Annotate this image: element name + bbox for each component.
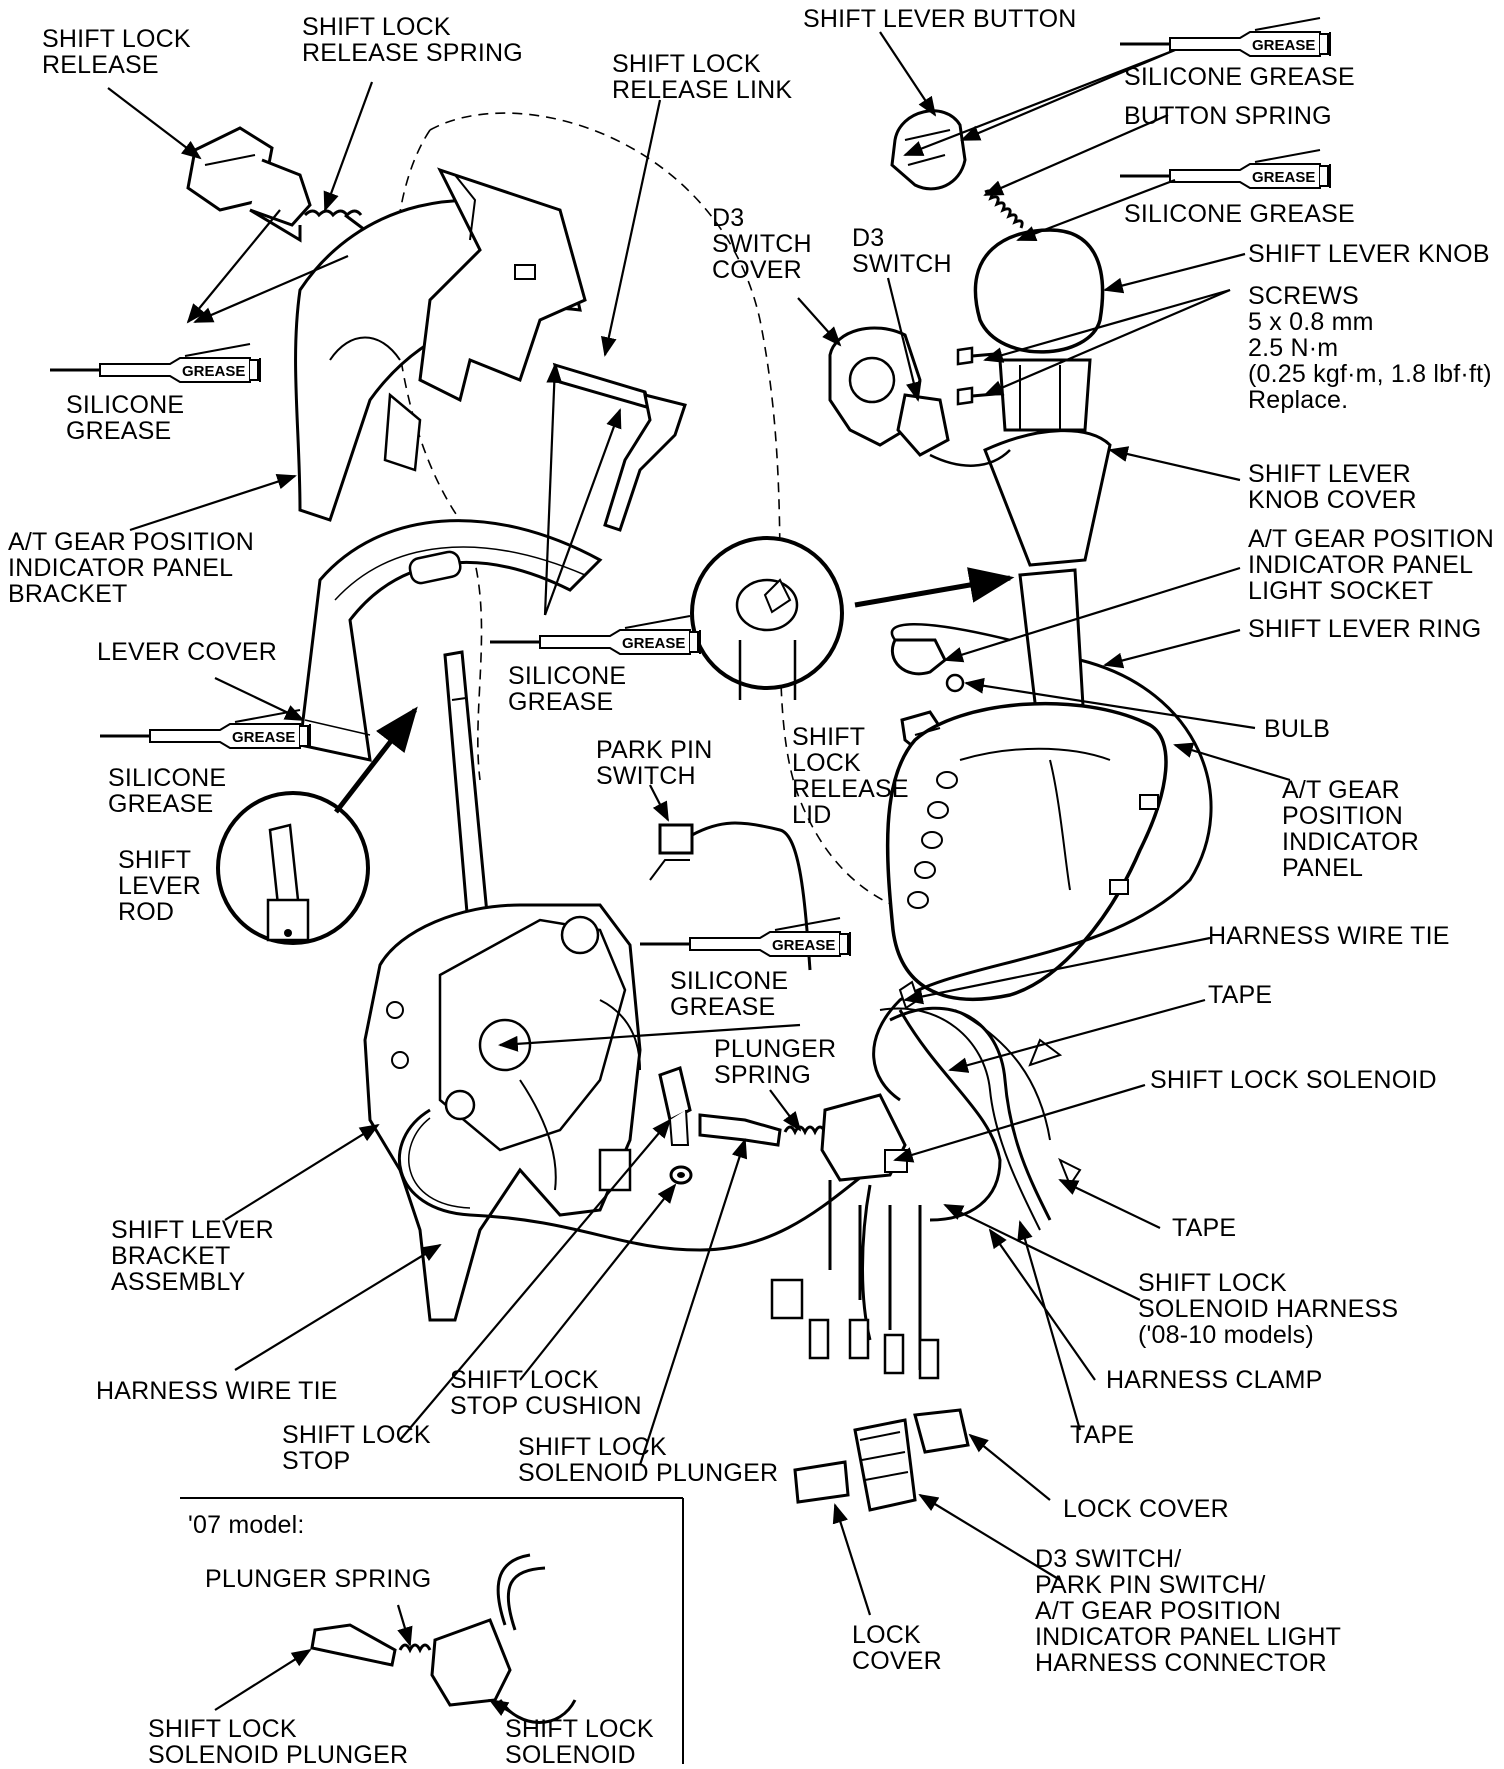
- d3-switch-part: [896, 393, 1011, 467]
- label-harness-clamp: HARNESS CLAMP: [1106, 1366, 1323, 1394]
- label-shift-lock-solenoid-plunger: SHIFT LOCK SOLENOID PLUNGER: [518, 1433, 779, 1487]
- svg-text:GREASE: GREASE: [1252, 37, 1315, 54]
- leader-lines: [107, 31, 1291, 1719]
- svg-text:GREASE: GREASE: [1252, 169, 1315, 186]
- lock-cover-bottom-part: [793, 1460, 850, 1504]
- label-shift-lock-release-lid: SHIFT LOCK RELEASE LID: [792, 723, 909, 829]
- label-plunger-spring: PLUNGER SPRING: [714, 1035, 837, 1089]
- label-d3-switch-cover: D3 SWITCH COVER: [712, 204, 812, 284]
- label-silicone-grease-bracket: SILICONE GREASE: [670, 967, 789, 1021]
- label-silicone-grease-button: SILICONE GREASE: [1124, 63, 1355, 91]
- label-at-gear-position-bracket: A/T GEAR POSITION INDICATOR PANEL BRACKE…: [8, 528, 255, 608]
- d3-switch-cover-part: [828, 326, 922, 447]
- grease-tube-spring: GREASE: [1118, 148, 1332, 190]
- grease-tube-bracket: GREASE: [638, 916, 852, 958]
- label-shift-lock-release-spring: SHIFT LOCK RELEASE SPRING: [302, 13, 523, 67]
- label-tape-mid: TAPE: [1172, 1214, 1237, 1242]
- label-bulb: BULB: [1264, 715, 1331, 743]
- label-shift-lock-release-link: SHIFT LOCK RELEASE LINK: [612, 50, 793, 104]
- label-shift-lever-button: SHIFT LEVER BUTTON: [803, 5, 1077, 33]
- label-shift-lever-bracket-assembly: SHIFT LEVER BRACKET ASSEMBLY: [111, 1216, 274, 1296]
- label-at-gear-position-light-socket: A/T GEAR POSITION INDICATOR PANEL LIGHT …: [1248, 525, 1495, 605]
- label-lock-cover-right: LOCK COVER: [1063, 1495, 1229, 1523]
- grease-tube-link: GREASE: [488, 614, 702, 656]
- svg-text:GREASE: GREASE: [772, 937, 835, 954]
- shift-lock-solenoid-part: [820, 1093, 908, 1182]
- label-shift-lock-stop-cushion: SHIFT LOCK STOP CUSHION: [450, 1366, 642, 1420]
- label-screws: SCREWS 5 x 0.8 mm 2.5 N·m (0.25 kgf·m, 1…: [1248, 282, 1492, 414]
- label-shift-lock-stop: SHIFT LOCK STOP: [282, 1421, 431, 1475]
- label-inset-solenoid-plunger: SHIFT LOCK SOLENOID PLUNGER: [148, 1715, 409, 1769]
- inset-07-model-box: [180, 1497, 684, 1764]
- shift-lock-solenoid-plunger-part: [698, 1113, 782, 1147]
- label-button-spring: BUTTON SPRING: [1124, 102, 1332, 130]
- button-spring-part: [984, 189, 1024, 229]
- svg-text:GREASE: GREASE: [232, 729, 295, 746]
- grease-tube-button: GREASE: [1118, 16, 1332, 58]
- label-shift-lever-rod: SHIFT LEVER ROD: [118, 846, 201, 926]
- label-inset-plunger-spring: PLUNGER SPRING: [205, 1565, 432, 1593]
- label-silicone-grease-release: SILICONE GREASE: [66, 391, 185, 445]
- label-d3-switch: D3 SWITCH: [852, 224, 952, 278]
- shift-lever-rod-part: [443, 650, 492, 950]
- knob-cover-socket-detail: [690, 536, 844, 700]
- shift-lock-stop-part: [658, 1066, 692, 1146]
- label-tape-top: TAPE: [1208, 981, 1273, 1009]
- label-shift-lever-knob: SHIFT LEVER KNOB: [1248, 240, 1490, 268]
- shift-lever-rod-detail: [216, 791, 370, 945]
- label-harness-wire-tie-left: HARNESS WIRE TIE: [96, 1377, 338, 1405]
- grease-tube-rod: GREASE: [98, 708, 312, 750]
- label-silicone-grease-rod: SILICONE GREASE: [108, 764, 227, 818]
- lock-cover-right-part: [913, 1408, 970, 1454]
- label-silicone-grease-link: SILICONE GREASE: [508, 662, 627, 716]
- label-shift-lock-solenoid-harness: SHIFT LOCK SOLENOID HARNESS ('08-10 mode…: [1138, 1269, 1399, 1349]
- label-at-gear-position-panel: A/T GEAR POSITION INDICATOR PANEL: [1282, 776, 1419, 882]
- lever-cover-part: [298, 519, 603, 762]
- label-harness-connector: D3 SWITCH/ PARK PIN SWITCH/ A/T GEAR POS…: [1035, 1545, 1342, 1677]
- label-shift-lever-ring: SHIFT LEVER RING: [1248, 615, 1482, 643]
- screws-part: [956, 346, 996, 406]
- shift-lever-knob-cover-part: [983, 429, 1112, 567]
- shift-lock-release-link-part: [552, 362, 687, 532]
- park-pin-switch-part: [649, 821, 812, 971]
- label-shift-lock-solenoid: SHIFT LOCK SOLENOID: [1150, 1066, 1437, 1094]
- svg-text:GREASE: GREASE: [182, 363, 245, 380]
- label-inset-solenoid: SHIFT LOCK SOLENOID: [505, 1715, 654, 1769]
- label-lock-cover-bottom: LOCK COVER: [852, 1621, 942, 1675]
- harness-connector-part: [853, 1418, 917, 1512]
- harness-wire-left: [397, 1108, 871, 1252]
- label-shift-lever-knob-cover: SHIFT LEVER KNOB COVER: [1248, 460, 1417, 514]
- harness-bundle: [770, 658, 1213, 1380]
- shift-lock-release-part: [186, 126, 312, 243]
- grease-tube-release: GREASE: [48, 342, 262, 384]
- shift-lever-knob-part: [973, 228, 1105, 432]
- light-socket-part: [890, 623, 1011, 693]
- plunger-spring-part: [783, 1125, 827, 1136]
- label-tape-bottom: TAPE: [1070, 1421, 1135, 1449]
- label-harness-wire-tie-right: HARNESS WIRE TIE: [1208, 922, 1450, 950]
- shift-lever-button-part: [890, 109, 967, 191]
- shift-lever-bracket-assembly-part: [363, 903, 642, 1322]
- label-lever-cover: LEVER COVER: [97, 638, 278, 666]
- label-park-pin-switch: PARK PIN SWITCH: [596, 736, 713, 790]
- shift-lock-stop-cushion-part: [669, 1165, 693, 1185]
- label-silicone-grease-spring: SILICONE GREASE: [1124, 200, 1355, 228]
- svg-text:GREASE: GREASE: [622, 635, 685, 652]
- indicator-panel-part: [885, 701, 1168, 1001]
- indicator-panel-bracket-part: [294, 167, 587, 522]
- label-07-model: '07 model:: [188, 1511, 305, 1539]
- label-shift-lock-release: SHIFT LOCK RELEASE: [42, 25, 191, 79]
